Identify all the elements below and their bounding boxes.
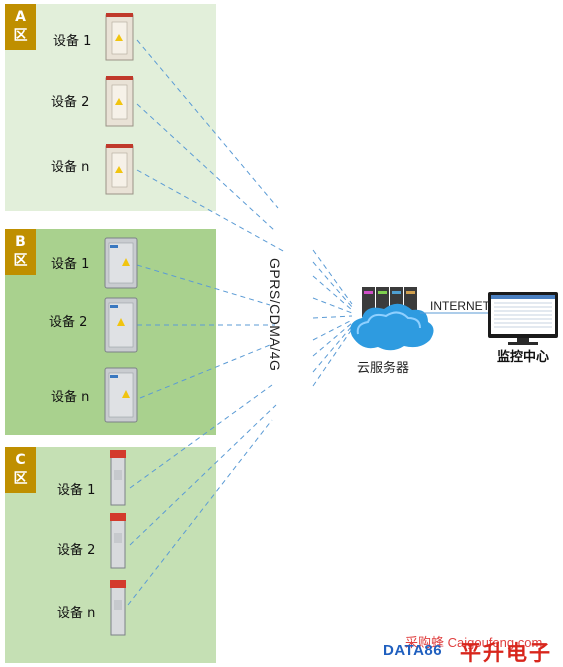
brand-logo-latin: DATA86 bbox=[383, 642, 443, 659]
wireless-links bbox=[127, 39, 353, 606]
zone-c-suffix: 区 bbox=[13, 471, 28, 487]
link-c2 bbox=[129, 404, 277, 546]
zone-a-device-n-label: 设备 n bbox=[51, 160, 90, 175]
link-b3 bbox=[139, 344, 271, 399]
zone-a-tag: A 区 bbox=[5, 4, 36, 50]
link-a1 bbox=[136, 39, 279, 209]
brand-logo-chinese: 平升电子 bbox=[460, 641, 552, 665]
cabinet-icon bbox=[104, 237, 138, 289]
zone-a-cabinets bbox=[105, 13, 134, 195]
fan-3 bbox=[312, 275, 353, 311]
zone-c-device-n-label: 设备 n bbox=[57, 606, 96, 621]
zone-c-tag: C 区 bbox=[5, 447, 36, 493]
fan-1 bbox=[312, 249, 353, 305]
zone-b-suffix: 区 bbox=[13, 253, 28, 269]
link-a2 bbox=[136, 103, 275, 231]
zone-c-device-2-label: 设备 2 bbox=[57, 543, 96, 558]
zone-b-tag: B 区 bbox=[5, 229, 36, 275]
cabinet-icon bbox=[105, 76, 134, 127]
fan-8 bbox=[312, 325, 353, 373]
fan-4 bbox=[312, 297, 353, 314]
fan-7 bbox=[312, 322, 353, 357]
internet-label: INTERNET bbox=[430, 299, 490, 313]
cloud-server-icon bbox=[350, 287, 434, 351]
zone-c-device-1-label: 设备 1 bbox=[57, 483, 96, 498]
zone-c-columns bbox=[110, 450, 126, 636]
link-b1 bbox=[136, 264, 271, 306]
cabinet-icon bbox=[105, 144, 134, 195]
cabinet-icon bbox=[105, 13, 134, 61]
link-c3 bbox=[127, 419, 273, 606]
zone-b-device-n-label: 设备 n bbox=[51, 390, 90, 405]
cabinet-icon bbox=[104, 297, 138, 353]
zone-a-device-2-label: 设备 2 bbox=[51, 95, 90, 110]
cabinet-icon bbox=[104, 367, 138, 423]
column-device-icon bbox=[110, 513, 126, 569]
zone-a-letter: A bbox=[15, 9, 26, 25]
network-type-label: GPRS/CDMA/4G bbox=[267, 258, 283, 372]
monitoring-center-label: 监控中心 bbox=[497, 350, 550, 365]
zone-a-suffix: 区 bbox=[13, 28, 28, 44]
fan-2 bbox=[312, 261, 353, 308]
zone-b-device-2-label: 设备 2 bbox=[49, 315, 88, 330]
fan-5 bbox=[312, 315, 353, 319]
fan-6 bbox=[312, 319, 353, 341]
column-device-icon bbox=[110, 580, 126, 636]
link-a3 bbox=[136, 169, 286, 253]
cloud-server-label: 云服务器 bbox=[357, 361, 410, 376]
zone-c-letter: C bbox=[15, 452, 26, 468]
watermark: 采购蜂 Caigoufeng.com bbox=[405, 635, 543, 650]
fan-9 bbox=[312, 328, 353, 387]
link-c1 bbox=[129, 384, 273, 489]
zone-a-device-1-label: 设备 1 bbox=[53, 34, 92, 49]
zone-b-letter: B bbox=[15, 234, 26, 250]
zone-b-device-1-label: 设备 1 bbox=[51, 257, 90, 272]
monitor-icon bbox=[488, 292, 558, 345]
zone-b-cabinets bbox=[104, 237, 138, 423]
column-device-icon bbox=[110, 450, 126, 506]
